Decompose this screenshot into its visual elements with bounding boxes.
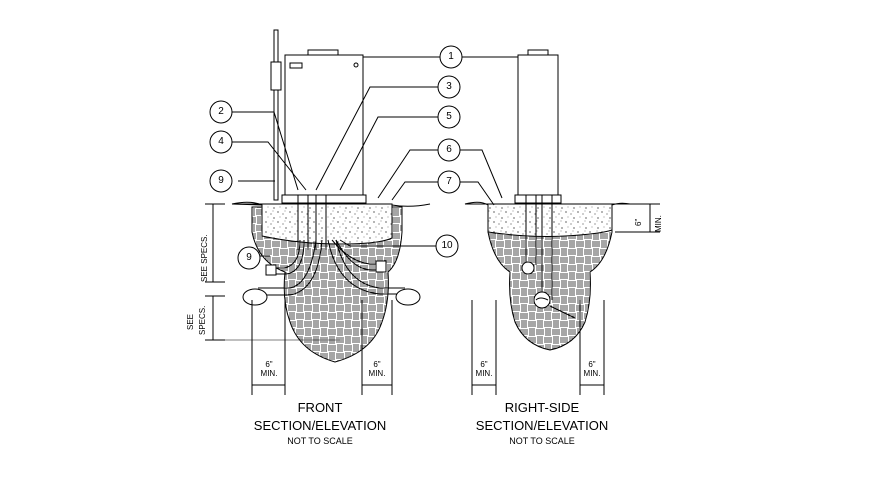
dim-front-right-value: 6" (373, 360, 381, 369)
dim-side-left: 6" MIN. (473, 360, 495, 378)
side-backfill-soil (487, 206, 613, 351)
callout-9-upper: 9 (218, 175, 224, 186)
dim-front-left: 6" MIN. (258, 360, 280, 378)
side-cabinet (517, 54, 559, 196)
callout-7: 7 (446, 176, 452, 187)
side-view (460, 49, 660, 395)
see-specs-upper: SEE SPECS. (200, 234, 209, 282)
antenna-pole (273, 29, 279, 201)
dim-front-right-unit: MIN. (368, 369, 386, 378)
dim-front-left-unit: MIN. (260, 369, 278, 378)
dim-front-left-value: 6" (265, 360, 273, 369)
callout-9-lower: 9 (246, 252, 252, 263)
see-specs-lower-a: SEE (186, 313, 195, 330)
callout-4: 4 (218, 136, 224, 147)
callout-3: 3 (446, 81, 452, 92)
dim-side-left-value: 6" (480, 360, 488, 369)
concrete-pad (231, 201, 393, 245)
side-title-line1: RIGHT-SIDE (504, 400, 580, 415)
callout-1: 1 (448, 51, 454, 62)
front-view (205, 29, 440, 395)
dim-side-top-value: 6" (634, 218, 643, 226)
dim-side-left-unit: MIN. (475, 369, 493, 378)
callout-10: 10 (441, 240, 453, 251)
dim-side-top-unit: MIN. (654, 215, 663, 232)
callout-bubbles (209, 45, 463, 270)
front-title-line2: SECTION/ELEVATION (253, 418, 387, 433)
see-specs-lower-b: SPECS. (198, 305, 207, 335)
dim-side-right: 6" MIN. (581, 360, 603, 378)
side-concrete-pad (464, 201, 631, 237)
front-title-line1: FRONT (297, 400, 343, 415)
side-scale-note: NOT TO SCALE (509, 436, 575, 446)
callout-5: 5 (446, 111, 452, 122)
callout-2: 2 (218, 106, 224, 117)
front-scale-note: NOT TO SCALE (287, 436, 353, 446)
side-title-line2: SECTION/ELEVATION (475, 418, 609, 433)
callout-6-front: 6 (446, 144, 452, 155)
dim-side-right-value: 6" (588, 360, 596, 369)
dim-front-right: 6" MIN. (366, 360, 388, 378)
dim-side-right-unit: MIN. (583, 369, 601, 378)
